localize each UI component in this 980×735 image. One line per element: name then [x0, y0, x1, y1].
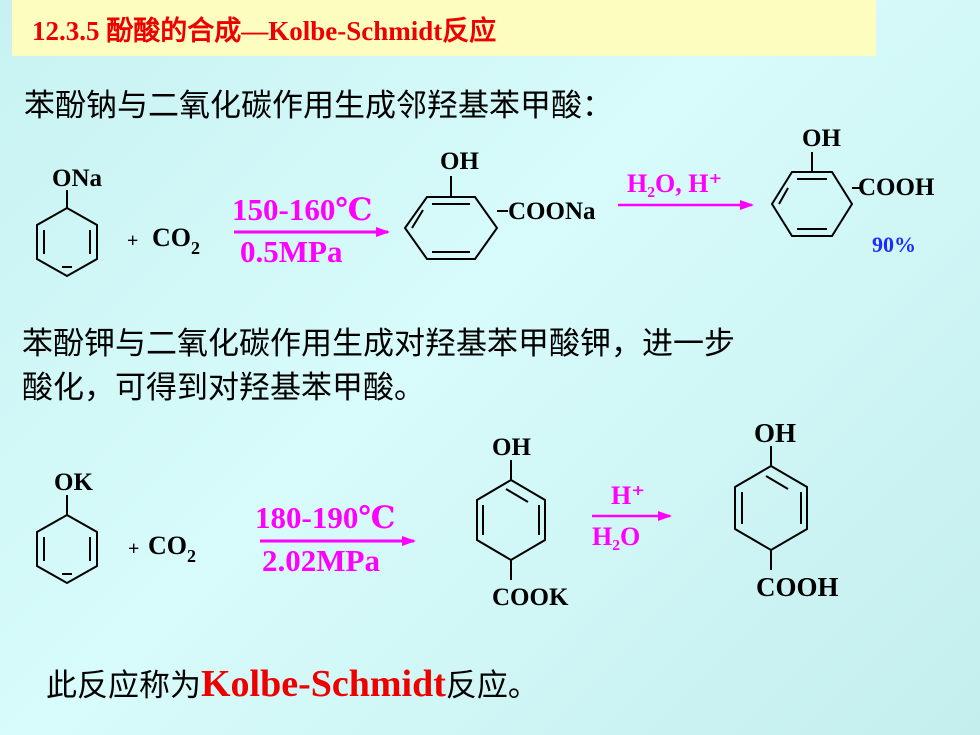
reaction2-reagent-bottom: H₂O: [592, 522, 640, 551]
description-line-3: 酸化，可得到对羟基苯甲酸。: [22, 370, 425, 406]
description-line-1: 苯酚钠与二氧化碳作用生成邻羟基苯甲酸：: [24, 88, 613, 124]
reaction1-intermediate-group: COONa: [508, 198, 596, 225]
reaction2-intermediate-oh: OH: [492, 434, 531, 461]
footer-suffix: 反应。: [445, 668, 539, 704]
reaction1-co2: CO2: [152, 223, 200, 258]
description-line-2: 苯酚钾与二氧化碳作用生成对羟基苯甲酸钾，进一步: [22, 326, 735, 362]
reaction2-reactant-group: OK: [54, 469, 93, 496]
slide-title: 12.3.5 酚酸的合成—Kolbe-Schmidt反应: [32, 15, 497, 46]
reaction1-yield: 90%: [872, 232, 916, 257]
reaction1-product-group: COOH: [858, 174, 935, 201]
reaction1-intermediate-oh: OH: [440, 148, 479, 175]
reaction2-product-ring: [734, 446, 808, 570]
reaction2-condition-top: 180-190℃: [255, 500, 395, 535]
reaction2-product-oh: OH: [754, 418, 796, 448]
reaction1-condition-top: 150-160℃: [232, 192, 372, 227]
reaction2-intermediate-ring: [476, 460, 546, 580]
reaction2-reagent-top: H⁺: [611, 481, 645, 510]
reaction1-reagent: H₂O, H⁺: [627, 169, 722, 198]
reaction2-plus: +: [128, 538, 139, 560]
reaction1-product-oh: OH: [802, 125, 841, 152]
title-bar: 12.3.5 酚酸的合成—Kolbe-Schmidt反应: [12, 0, 876, 56]
reaction1-intermediate-ring: [403, 176, 508, 260]
reaction2-product-group: COOH: [756, 572, 839, 602]
reaction1-reactant-group: ONa: [52, 165, 103, 192]
reaction1-reactant-ring: [36, 190, 98, 278]
reaction1-condition-bottom: 0.5MPa: [240, 234, 343, 269]
reaction2-condition-bottom: 2.02MPa: [262, 543, 380, 578]
reaction2-reactant-ring: [36, 495, 98, 585]
footer-line: 此反应称为Kolbe-Schmidt反应。: [46, 660, 539, 706]
reaction1-plus: +: [127, 230, 138, 252]
reaction2-intermediate-group: COOK: [492, 584, 569, 611]
footer-prefix: 此反应称为: [46, 668, 201, 704]
footer-keyword: Kolbe-Schmidt: [201, 663, 446, 705]
reaction1-product-ring: [770, 152, 860, 237]
reaction2-co2: CO2: [148, 531, 196, 566]
